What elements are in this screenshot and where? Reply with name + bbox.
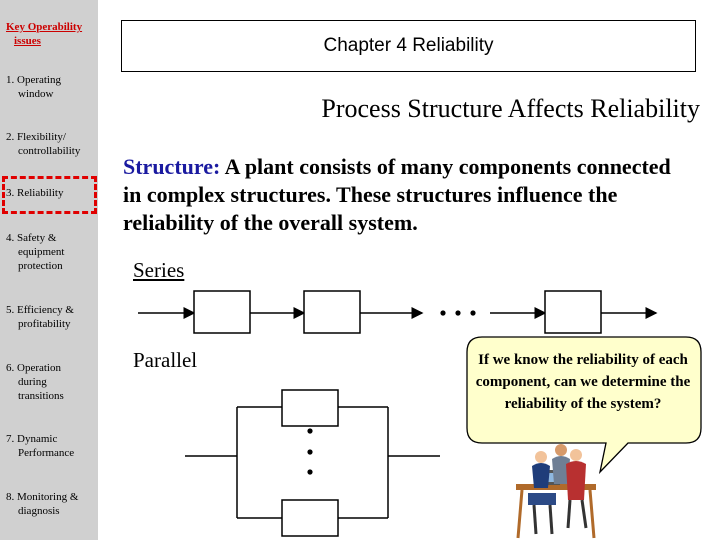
parallel-diagram (185, 389, 440, 537)
parallel-ellipsis-dot (307, 428, 313, 434)
current-item-highlight (2, 176, 97, 214)
series-component-box (303, 290, 361, 334)
series-ellipsis-dot (455, 310, 461, 316)
series-diagram (138, 290, 658, 334)
slide-subtitle: Process Structure Affects Reliability (321, 94, 700, 123)
speech-bubble (466, 336, 702, 475)
sidebar-item-label-cont: equipment protection (18, 246, 65, 272)
sidebar-item-label: 8. Monitoring & (6, 491, 79, 503)
sidebar-item-label: 4. Safety & (6, 232, 57, 244)
sidebar-item-flexibility[interactable]: 2. Flexibility/ controllability (6, 130, 98, 158)
structure-text: A plant consists of many components conn… (123, 154, 671, 235)
sidebar-item-label: 6. Operation (6, 362, 61, 374)
sidebar-title-line2: issues (14, 35, 41, 47)
sidebar-item-label: 5. Efficiency & (6, 304, 74, 316)
parallel-ellipsis-dot (307, 469, 313, 475)
sidebar-item-operation-transitions[interactable]: 6. Operation during transitions (6, 361, 86, 403)
sidebar: Key Operability issues 1. Operating wind… (0, 0, 98, 540)
structure-paragraph: Structure: A plant consists of many comp… (123, 153, 683, 237)
sidebar-item-monitoring[interactable]: 8. Monitoring & diagnosis (6, 490, 98, 518)
sidebar-item-label-cont: diagnosis (18, 505, 60, 517)
series-component-box (193, 290, 251, 334)
sidebar-item-dynamic-performance[interactable]: 7. Dynamic Performance (6, 432, 98, 460)
structure-keyword: Structure: (123, 154, 221, 179)
sidebar-item-label-cont: during transitions (18, 376, 64, 402)
series-label: Series (133, 258, 185, 282)
parallel-component-box (281, 499, 339, 537)
sidebar-item-label: 2. Flexibility/ (6, 131, 66, 143)
parallel-component-box (281, 389, 339, 427)
bubble-question: If we know the reliability of each compo… (475, 352, 691, 412)
chapter-title-box: Chapter 4 Reliability (121, 20, 696, 72)
series-component-box (544, 290, 602, 334)
sidebar-item-label-cont: window (18, 88, 54, 100)
sidebar-item-label-cont: Performance (18, 447, 75, 459)
sidebar-item-label-cont: profitability (18, 318, 71, 330)
people-clipart (516, 444, 596, 539)
parallel-label: Parallel (133, 348, 198, 372)
sidebar-item-label: 7. Dynamic (6, 433, 58, 445)
series-ellipsis-dot (440, 310, 446, 316)
sidebar-item-reliability[interactable]: 3. Reliability (6, 186, 98, 200)
sidebar-item-label-cont: controllability (18, 145, 81, 157)
sidebar-item-label: 1. Operating (6, 74, 61, 86)
series-ellipsis-dot (470, 310, 476, 316)
chapter-title: Chapter 4 Reliability (323, 35, 494, 56)
sidebar-item-operating-window[interactable]: 1. Operating window (6, 73, 98, 101)
parallel-ellipsis-dot (307, 449, 313, 455)
sidebar-title-line1: Key Operability (6, 21, 83, 33)
sidebar-item-label: 3. Reliability (6, 187, 64, 199)
sidebar-item-safety[interactable]: 4. Safety & equipment protection (6, 231, 86, 273)
sidebar-title[interactable]: Key Operability issues (6, 20, 96, 48)
sidebar-item-efficiency[interactable]: 5. Efficiency & profitability (6, 303, 98, 331)
